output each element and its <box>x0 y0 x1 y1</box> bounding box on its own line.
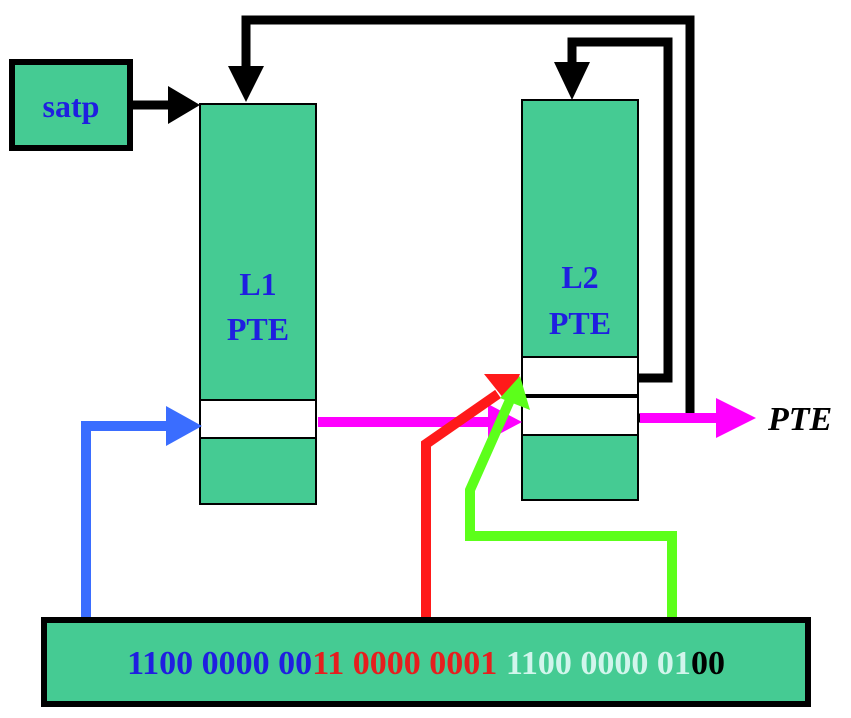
vpn1-index-arrow <box>81 406 202 618</box>
l2-to-pte-arrow <box>640 398 756 438</box>
l2-entry-upper <box>521 356 639 396</box>
l1-label-line1: L1 <box>239 266 276 302</box>
offset-index-arrow <box>465 376 677 618</box>
address-segment-vpn1: 1100 0000 00 <box>127 645 312 682</box>
l1-page-table: L1 PTE <box>199 103 317 505</box>
l2-selected-entry <box>521 396 639 436</box>
vpn0-arrow-path <box>421 389 501 618</box>
l2-page-table: L2 PTE <box>521 99 639 501</box>
address-segment-vpn0: 11 0000 0001 <box>312 645 497 682</box>
l2-table-box <box>521 99 639 501</box>
output-arrow-head <box>716 398 756 438</box>
l1-loop-head <box>228 66 264 102</box>
virtual-address: 1100 0000 0011 0000 0001 1100 0000 0100 <box>41 617 811 707</box>
vpn1-arrow-head <box>166 406 202 446</box>
address-segment-offset: 1100 0000 01 <box>497 645 691 682</box>
l1-table-box <box>199 103 317 505</box>
l2-loop-path <box>567 37 673 383</box>
l1-label-line2: PTE <box>227 311 289 347</box>
address-bits: 1100 0000 0011 0000 0001 1100 0000 0100 <box>127 645 725 682</box>
satp-register: satp <box>9 59 133 151</box>
l2-top-loop-arrow <box>554 37 673 383</box>
l2-loop-head <box>554 62 590 100</box>
vpn1-arrow-path <box>81 421 172 618</box>
pte-output-label: PTE <box>767 401 832 438</box>
satp-label: satp <box>43 88 100 124</box>
offset-arrow-head <box>500 376 530 410</box>
address-box <box>41 617 811 707</box>
l2-label-line2: PTE <box>549 305 611 341</box>
offset-arrow-path <box>465 397 677 618</box>
l1-selected-entry <box>199 399 317 439</box>
satp-to-l1-arrow <box>130 86 200 124</box>
l2-label-line1: L2 <box>561 259 598 295</box>
satp-box <box>9 59 133 151</box>
address-segment-low-bits: 00 <box>691 645 725 682</box>
satp-arrow-head <box>168 86 200 124</box>
